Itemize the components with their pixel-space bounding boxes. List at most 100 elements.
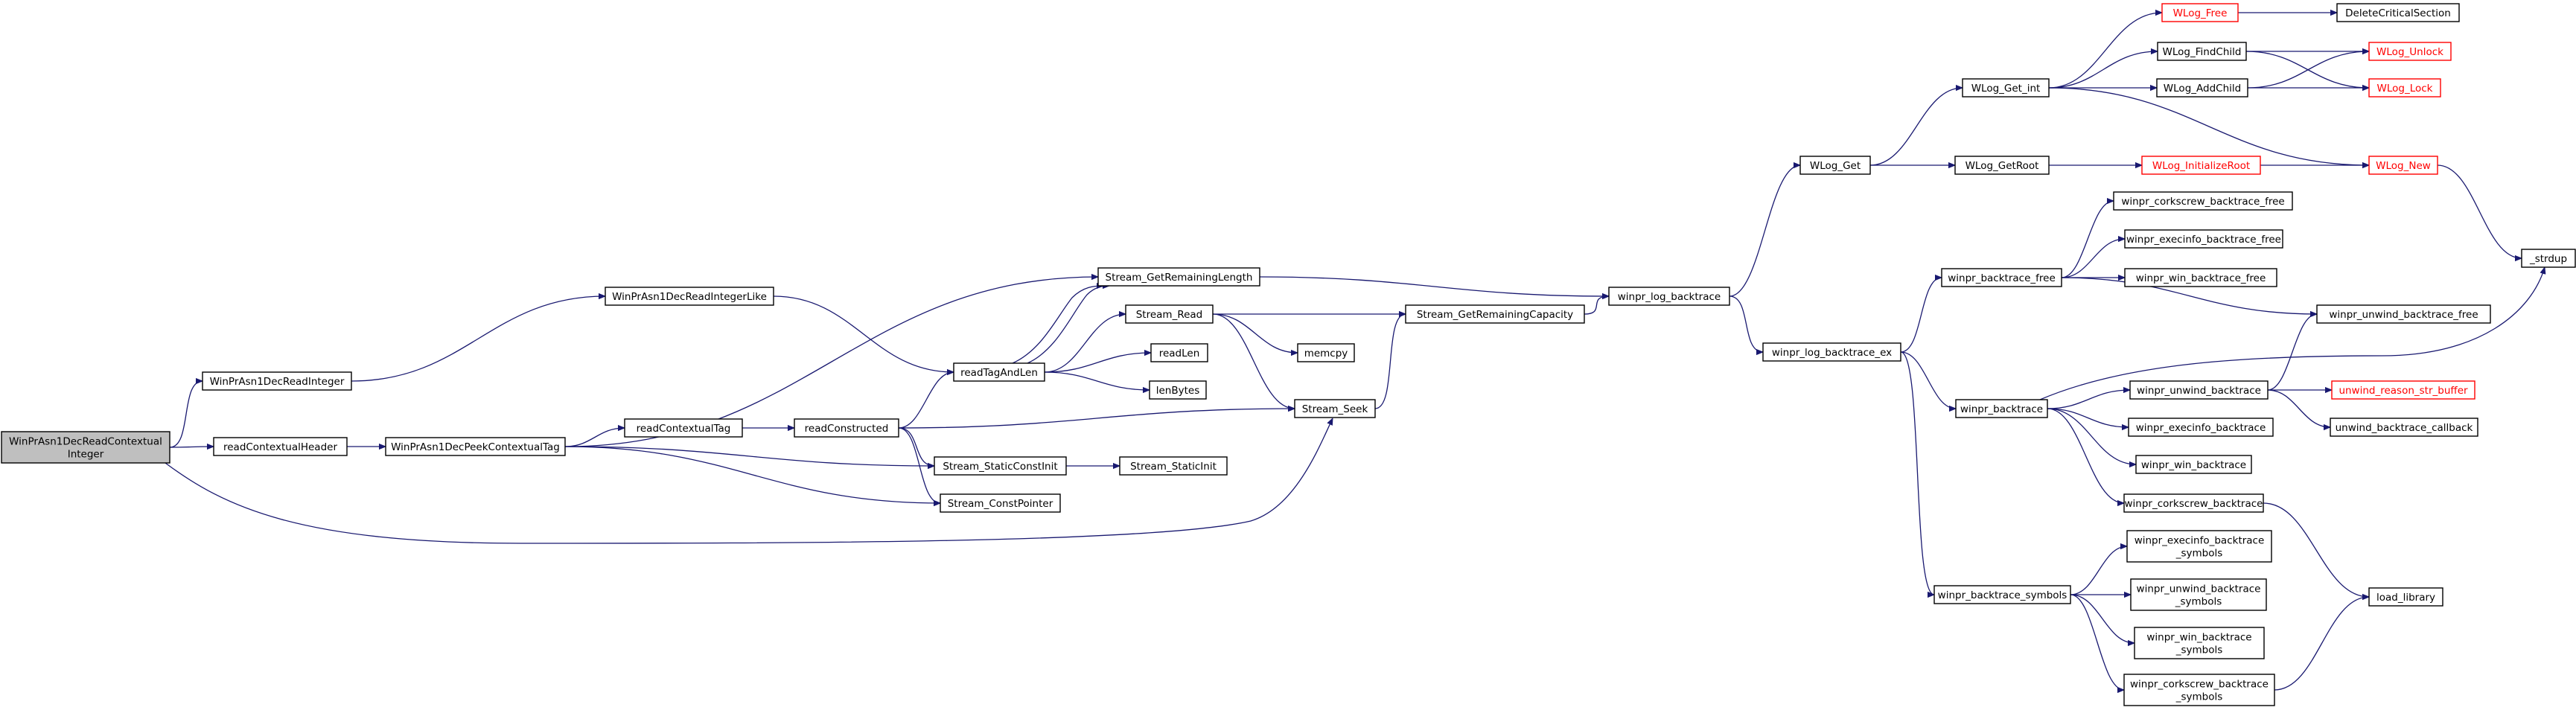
- node-label: winpr_corkscrew_backtrace_free: [2121, 196, 2284, 208]
- node-wlogUnlock[interactable]: WLog_Unlock: [2368, 42, 2452, 61]
- node-streamSeek[interactable]: Stream_Seek: [1294, 399, 1376, 418]
- node-unwindSym[interactable]: winpr_unwind_backtrace_symbols: [2130, 578, 2267, 611]
- node-memcpy[interactable]: memcpy: [1297, 343, 1355, 362]
- node-staticConstInit[interactable]: Stream_StaticConstInit: [934, 456, 1067, 476]
- edge-readConstructed-to-constPointer: [898, 427, 941, 503]
- node-winBt[interactable]: winpr_win_backtrace: [2135, 455, 2252, 474]
- node-logBacktrace[interactable]: winpr_log_backtrace: [1608, 287, 1730, 306]
- node-wlogFree[interactable]: WLog_Free: [2161, 3, 2239, 22]
- node-deleteCS[interactable]: DeleteCriticalSection: [2336, 3, 2460, 22]
- node-box: [2368, 587, 2443, 607]
- node-label: readContextualHeader: [223, 441, 337, 453]
- node-winSym[interactable]: winpr_win_backtrace_symbols: [2134, 627, 2265, 659]
- node-corkBt[interactable]: winpr_corkscrew_backtrace: [2123, 493, 2264, 513]
- node-wlogFindChild[interactable]: WLog_FindChild: [2157, 42, 2247, 61]
- node-unwindReason[interactable]: unwind_reason_str_buffer: [2331, 380, 2475, 400]
- node-unwindBt[interactable]: winpr_unwind_backtrace: [2129, 380, 2269, 400]
- node-unwindFree[interactable]: winpr_unwind_backtrace_free: [2316, 304, 2491, 324]
- edge-wlogGetInt-to-wlogNew: [2048, 87, 2369, 165]
- edge-bt-to-strdup: [2039, 267, 2545, 400]
- edge-logBacktrace-to-wlogGet: [1729, 165, 1801, 297]
- node-label: memcpy: [1304, 348, 1348, 359]
- node-wlogNew[interactable]: WLog_New: [2368, 156, 2438, 175]
- node-loadLibrary[interactable]: load_library: [2368, 587, 2443, 607]
- node-box: [1954, 156, 2050, 175]
- node-box: [2128, 418, 2274, 437]
- node-winFree[interactable]: winpr_win_backtrace_free: [2124, 268, 2277, 287]
- node-box: [1, 431, 170, 464]
- node-label: WLog_Free: [2173, 7, 2228, 19]
- node-wlogGetInt[interactable]: WLog_Get_int: [1962, 78, 2050, 97]
- edge-readTagAndLen-to-getRemainingLength: [1012, 286, 1103, 364]
- node-box: [2124, 268, 2277, 287]
- node-label: winpr_execinfo_backtrace: [2136, 422, 2266, 434]
- node-box: [2316, 304, 2491, 324]
- edge-logBacktraceEx-to-btSymbols: [1900, 351, 1935, 595]
- node-readContextualTag[interactable]: readContextualTag: [624, 418, 743, 438]
- node-box: [1799, 156, 1871, 175]
- node-getRemainingLength[interactable]: Stream_GetRemainingLength: [1097, 267, 1260, 287]
- node-box: [2368, 42, 2452, 61]
- node-label: winpr_unwind_backtrace: [2137, 385, 2261, 397]
- node-corkSym[interactable]: winpr_corkscrew_backtrace_symbols: [2123, 674, 2275, 706]
- node-label: winpr_log_backtrace_ex: [1772, 347, 1892, 359]
- edge-readTagAndLen-to-lenBytes: [1044, 371, 1150, 390]
- node-box: [1125, 304, 1214, 324]
- node-bt[interactable]: winpr_backtrace: [1955, 399, 2048, 418]
- edge-readConstructed-to-readTagAndLen: [898, 372, 954, 429]
- node-readIntegerLike[interactable]: WinPrAsn1DecReadIntegerLike: [605, 287, 774, 306]
- node-readConstructed[interactable]: readConstructed: [794, 418, 899, 438]
- node-unwindCallback[interactable]: unwind_backtrace_callback: [2330, 418, 2478, 437]
- node-label: Stream_ConstPointer: [948, 498, 1053, 510]
- node-label: winpr_backtrace: [1960, 403, 2043, 415]
- node-wlogGetRoot[interactable]: WLog_GetRoot: [1954, 156, 2050, 175]
- edge-unwindBt-to-unwindFree: [2267, 314, 2318, 391]
- node-strdup[interactable]: _strdup: [2521, 249, 2576, 268]
- node-readTagAndLen[interactable]: readTagAndLen: [953, 362, 1045, 382]
- node-label: WLog_Get_int: [1971, 83, 2041, 95]
- edge-peekContextualTag-to-constPointer: [564, 446, 940, 503]
- node-readContextualHeader[interactable]: readContextualHeader: [213, 437, 348, 456]
- node-box: [2134, 627, 2265, 659]
- node-btSymbols[interactable]: winpr_backtrace_symbols: [1933, 585, 2071, 604]
- node-streamRead[interactable]: Stream_Read: [1125, 304, 1214, 324]
- node-peekContextualTag[interactable]: WinPrAsn1DecPeekContextualTag: [385, 437, 566, 456]
- node-corkFree[interactable]: winpr_corkscrew_backtrace_free: [2113, 191, 2293, 211]
- node-wlogLock[interactable]: WLog_Lock: [2368, 78, 2441, 97]
- node-btFree[interactable]: winpr_backtrace_free: [1941, 268, 2062, 287]
- node-box: [1955, 399, 2048, 418]
- node-label: WLog_AddChild: [2164, 83, 2241, 95]
- node-wlogInitRoot[interactable]: WLog_InitializeRoot: [2141, 156, 2261, 175]
- node-constPointer[interactable]: Stream_ConstPointer: [940, 493, 1061, 513]
- call-edges: [165, 13, 2545, 690]
- node-wlogGet[interactable]: WLog_Get: [1799, 156, 1871, 175]
- node-logBacktraceEx[interactable]: winpr_log_backtrace_ex: [1762, 342, 1901, 362]
- node-lenBytes[interactable]: lenBytes: [1149, 380, 1207, 400]
- node-label: _symbols: [2175, 548, 2223, 560]
- node-execSym[interactable]: winpr_execinfo_backtrace_symbols: [2126, 530, 2272, 563]
- node-staticInit[interactable]: Stream_StaticInit: [1119, 456, 1228, 476]
- node-label: WLog_Lock: [2377, 83, 2433, 95]
- edge-readIntegerLike-to-readTagAndLen: [773, 295, 954, 372]
- node-readLen[interactable]: readLen: [1150, 343, 1208, 362]
- node-label: WinPrAsn1DecReadInteger: [210, 376, 345, 388]
- node-box: [934, 456, 1067, 476]
- edge-bt-to-unwindBt: [2047, 390, 2130, 409]
- node-box: [1294, 399, 1376, 418]
- edge-corkBt-to-loadLibrary: [2263, 502, 2369, 597]
- node-label: winpr_win_backtrace_free: [2136, 272, 2266, 284]
- node-readInteger[interactable]: WinPrAsn1DecReadInteger: [202, 371, 352, 391]
- node-getRemainingCapacity[interactable]: Stream_GetRemainingCapacity: [1405, 304, 1585, 324]
- node-execBt[interactable]: winpr_execinfo_backtrace: [2128, 418, 2274, 437]
- node-box: [1405, 304, 1585, 324]
- node-execFree[interactable]: winpr_execinfo_backtrace_free: [2124, 229, 2283, 249]
- node-label: winpr_unwind_backtrace: [2137, 583, 2261, 595]
- node-box: [2129, 380, 2269, 400]
- node-box: [2126, 530, 2272, 563]
- node-box: [1608, 287, 1730, 306]
- node-label: DeleteCriticalSection: [2345, 7, 2451, 19]
- node-wlogAddChild[interactable]: WLog_AddChild: [2156, 78, 2248, 97]
- node-label: WLog_New: [2376, 160, 2431, 172]
